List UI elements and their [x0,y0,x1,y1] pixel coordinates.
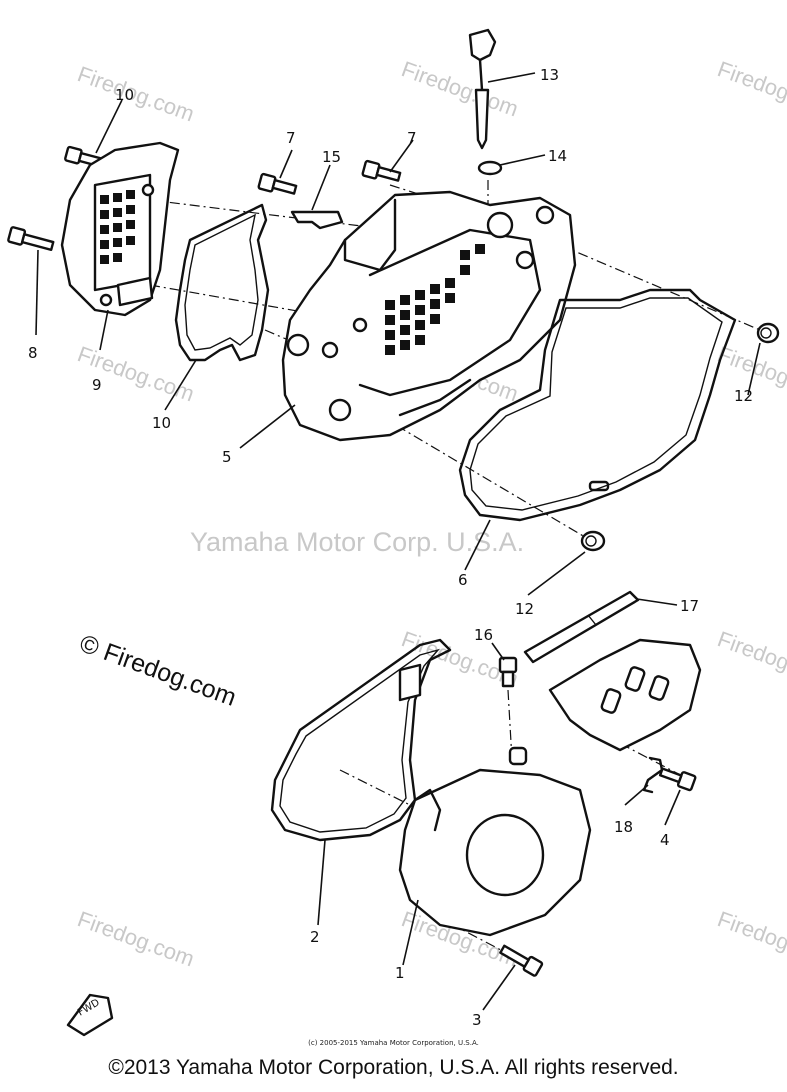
part-7-bolt-right [361,159,402,182]
part-2-gasket-tab [398,663,422,702]
watermark-site-dark: © Firedog.com [76,629,240,712]
callout-18: 18 [614,818,633,836]
shield-cover [548,638,702,752]
callout-15: 15 [322,148,341,166]
part-13-dipstick [468,28,497,150]
main-copyright: ©2013 Yamaha Motor Corporation, U.S.A. A… [108,1056,679,1079]
part-2-gasket [270,638,452,842]
part-9-side-cover [60,141,180,317]
callout-16: 16 [474,626,493,644]
watermark-site-11: Firedog.com [714,906,787,971]
part-1-lower-cover [398,746,592,937]
part-17-tube [523,590,640,664]
watermark-site-3: Firedog.com [714,56,787,121]
callout-10: 10 [152,414,171,432]
part-6-gasket-tab [588,480,610,492]
callout-9: 9 [92,376,102,394]
watermark-site-1: Firedog.com [74,61,197,126]
part-12-dowel-upper [756,322,780,344]
part-3-bolt [499,944,544,977]
part-16-fitting [498,656,518,688]
watermark-site-2: Firedog.com [398,56,521,121]
watermark-center: Yamaha Motor Corp. U.S.A. [190,527,524,557]
part-15-clip [290,210,344,230]
callout-11: 10 [115,86,134,104]
callout-4: 4 [660,831,670,849]
watermark-site-8: Firedog.com [714,626,787,691]
part-2-gasket-inner [279,648,441,833]
callout-13: 13 [540,66,559,84]
part-5-crankcase-cover [281,190,577,442]
watermark-site-4: Firedog.com [74,341,197,406]
callout-7-right: 7 [407,129,417,147]
callout-7-left: 7 [286,129,296,147]
leader-lines [35,72,761,1011]
callout-6: 6 [458,571,468,589]
callout-17: 17 [680,597,699,615]
callout-12-upper: 12 [734,387,753,405]
part-6-gasket [458,288,737,522]
part-7-bolt-left [257,172,298,195]
part-10-gasket-inner [184,213,259,351]
watermark-site-9: Firedog.com [74,906,197,971]
callout-5: 5 [222,448,232,466]
callout-12-lower: 12 [515,600,534,618]
part-12-dowel-lower [580,530,606,552]
callout-14: 14 [548,147,567,165]
fwd-arrow-icon: FWD [66,993,114,1037]
callout-8: 8 [28,344,38,362]
part-10-gasket [174,203,270,362]
part-8-bolt [7,226,55,252]
callout-1: 1 [395,964,405,982]
callout-3: 3 [472,1011,482,1029]
part-4-bolt [658,767,697,792]
small-copyright: (c) 2005-2015 Yamaha Motor Corporation, … [308,1039,479,1047]
callout-2: 2 [310,928,320,946]
callout-labels: 10 8 9 10 7 7 15 5 13 14 12 6 12 17 16 1… [28,66,753,1029]
part-18-clip [642,756,664,794]
part-14-o-ring [477,160,503,176]
